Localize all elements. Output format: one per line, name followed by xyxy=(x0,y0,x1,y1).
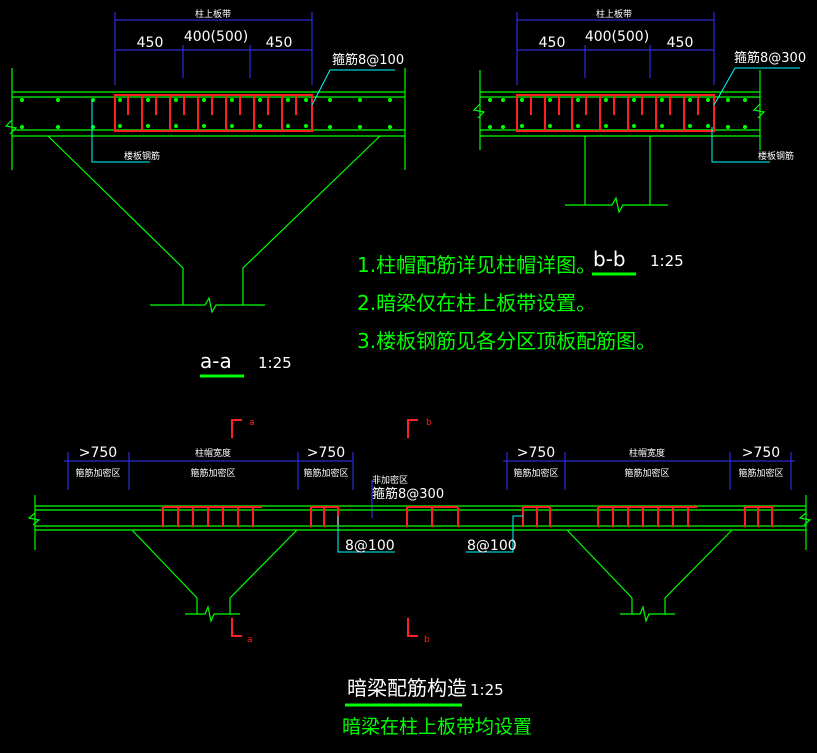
elev-mid-stirrup: 箍筋8@300 xyxy=(372,486,444,502)
section-aa-dim-mid: 400(500) xyxy=(184,29,248,45)
elev-mid-zone: 非加密区 xyxy=(372,474,408,486)
section-aa-stirrups xyxy=(114,94,313,132)
section-bb-beam-bars xyxy=(520,98,710,128)
section-aa-scale: 1:25 xyxy=(258,354,292,372)
section-bb-scale: 1:25 xyxy=(650,252,684,270)
elev-zone-6: 箍筋加密区 xyxy=(738,467,783,479)
section-bb-title: b-b xyxy=(593,247,626,271)
cut-mark-b-top: b xyxy=(426,418,432,428)
elevation: a b a b >750 柱帽宽度 >750 >750 柱帽宽度 >750 箍筋… xyxy=(27,418,812,738)
section-bb-slab xyxy=(472,70,766,214)
section-bb-leaders xyxy=(711,67,800,163)
section-aa: 柱上板带 450 400(500) 450 xyxy=(4,8,406,378)
section-aa-slab xyxy=(4,68,406,314)
section-aa-dim-right: 450 xyxy=(266,35,293,51)
section-aa-dim-left: 450 xyxy=(137,35,164,51)
section-aa-title: a-a xyxy=(200,349,232,373)
elevation-scale: 1:25 xyxy=(470,681,504,699)
elev-dim-4: >750 xyxy=(517,445,555,461)
section-bb-stirrups xyxy=(516,94,715,132)
elev-zone-2: 箍筋加密区 xyxy=(190,467,235,479)
section-aa-slab-bars xyxy=(20,98,392,129)
notes: 1.柱帽配筋详见柱帽详图。 2.暗梁仅在柱上板带设置。 3.楼板钢筋见各分区顶板… xyxy=(357,253,656,353)
elev-zone-1: 箍筋加密区 xyxy=(75,467,120,479)
elevation-dimensions xyxy=(64,452,795,518)
elev-zone-5: 箍筋加密区 xyxy=(624,467,669,479)
elevation-cut-marks xyxy=(231,419,418,637)
elev-dim-3: >750 xyxy=(307,445,345,461)
elev-zone-4: 箍筋加密区 xyxy=(513,467,558,479)
elev-callout-right: 8@100 xyxy=(467,538,517,554)
section-aa-band-label: 柱上板带 xyxy=(195,8,231,20)
elev-dim-1: >750 xyxy=(79,445,117,461)
elev-dim-5: 柱帽宽度 xyxy=(629,447,665,459)
section-bb-dim-left: 450 xyxy=(539,35,566,51)
cut-mark-b-bottom: b xyxy=(424,635,430,645)
section-aa-beam-bars xyxy=(118,98,308,128)
cut-mark-a-top: a xyxy=(249,418,255,428)
elev-dim-6: >750 xyxy=(742,445,780,461)
elev-zone-3: 箍筋加密区 xyxy=(303,467,348,479)
section-bb-slab-bars xyxy=(488,98,747,129)
elev-dim-2: 柱帽宽度 xyxy=(195,447,231,459)
elev-callout-left: 8@100 xyxy=(345,538,395,554)
cut-mark-a-bottom: a xyxy=(247,635,253,645)
section-aa-dimensions xyxy=(114,12,313,85)
elevation-slab xyxy=(27,495,812,623)
note-2: 2.暗梁仅在柱上板带设置。 xyxy=(357,291,596,315)
section-aa-leaders xyxy=(91,69,395,163)
section-bb-dimensions xyxy=(516,12,715,85)
elevation-subtitle: 暗梁在柱上板带均设置 xyxy=(342,716,532,738)
elevation-callout-leaders xyxy=(337,515,523,553)
section-bb-stirrup-label: 箍筋8@300 xyxy=(734,50,806,66)
note-3: 3.楼板钢筋见各分区顶板配筋图。 xyxy=(357,329,656,353)
section-bb-dim-mid: 400(500) xyxy=(585,29,649,45)
elevation-stirrups xyxy=(162,506,773,527)
section-bb-dim-right: 450 xyxy=(667,35,694,51)
section-aa-stirrup-label: 箍筋8@100 xyxy=(332,52,404,68)
note-1: 1.柱帽配筋详见柱帽详图。 xyxy=(357,253,596,277)
section-bb-slab-rebar-label: 楼板钢筋 xyxy=(758,150,794,162)
elevation-title: 暗梁配筋构造 xyxy=(347,676,467,700)
section-bb: 柱上板带 450 400(500) 450 xyxy=(472,8,806,276)
section-bb-band-label: 柱上板带 xyxy=(596,8,632,20)
section-aa-slab-rebar-label: 楼板钢筋 xyxy=(124,150,160,162)
